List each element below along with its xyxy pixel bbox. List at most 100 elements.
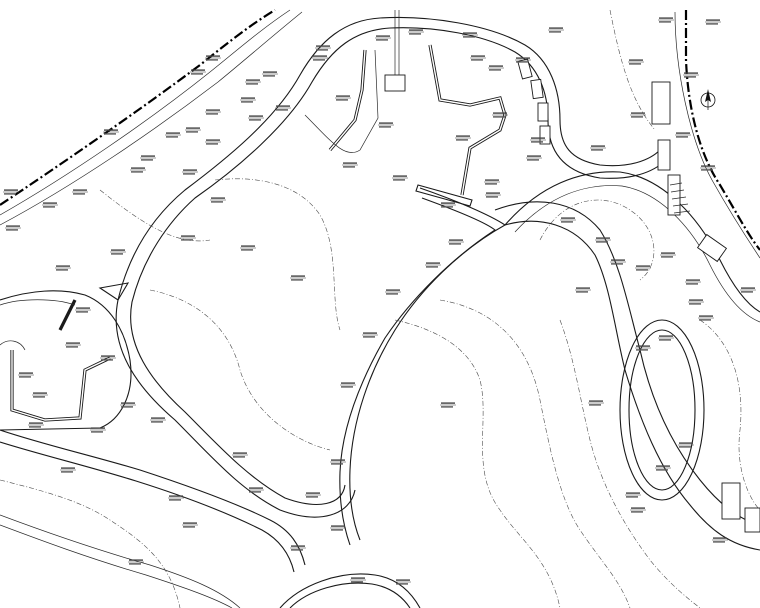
spot-elevation-label xyxy=(635,265,651,271)
spot-elevation-label xyxy=(140,155,156,161)
spot-elevation-label xyxy=(72,189,88,195)
spot-elevation-label xyxy=(312,55,328,61)
spot-elevation-label xyxy=(425,262,441,268)
spot-elevation-label xyxy=(290,545,306,551)
spot-elevation-label xyxy=(3,189,19,195)
spot-elevation-labels xyxy=(3,17,756,585)
spot-elevation-label xyxy=(128,559,144,565)
spot-elevation-label xyxy=(262,71,278,77)
spot-elevation-label xyxy=(488,65,504,71)
spot-elevation-label xyxy=(340,382,356,388)
north-plaza-wall xyxy=(328,44,507,196)
spot-elevation-label xyxy=(32,392,48,398)
spot-elevation-label xyxy=(385,289,401,295)
spot-elevation-label xyxy=(330,459,346,465)
spot-elevation-label xyxy=(245,79,261,85)
spot-elevation-label xyxy=(335,95,351,101)
bench xyxy=(530,78,544,100)
spot-elevation-label xyxy=(630,507,646,513)
spot-elevation-label xyxy=(75,307,91,313)
spot-elevation-label xyxy=(700,165,716,171)
spot-elevation-label xyxy=(240,97,256,103)
spot-elevation-label xyxy=(395,579,411,585)
spot-elevation-label xyxy=(342,162,358,168)
site-boundary-east xyxy=(684,10,760,251)
spot-elevation-label xyxy=(290,275,306,281)
spot-elevation-label xyxy=(588,400,604,406)
spot-elevation-label xyxy=(350,577,366,583)
spot-elevation-label xyxy=(100,355,116,361)
bench xyxy=(517,58,533,80)
spot-elevation-label xyxy=(190,69,206,75)
spot-elevation-label xyxy=(110,249,126,255)
spot-elevation-label xyxy=(595,237,611,243)
spot-elevation-label xyxy=(740,287,756,293)
central-path-b xyxy=(339,197,496,546)
south-arc-inner xyxy=(289,582,411,608)
spot-elevation-label xyxy=(205,109,221,115)
bench xyxy=(539,125,551,145)
site-boundary-east-inner xyxy=(674,11,760,259)
contour-5 xyxy=(539,199,655,281)
spot-elevation-label xyxy=(685,279,701,285)
spot-elevation-label xyxy=(630,112,646,118)
south-edge-road-2 xyxy=(0,524,233,608)
bench-row-north xyxy=(517,58,551,145)
spot-elevation-label xyxy=(378,122,394,128)
spot-elevation-label xyxy=(635,345,651,351)
spot-elevation-label xyxy=(485,192,501,198)
spot-elevation-label xyxy=(205,55,221,61)
spot-elevation-label xyxy=(180,235,196,241)
spot-elevation-label xyxy=(610,259,626,265)
contour-7 xyxy=(699,319,760,511)
spot-elevation-label xyxy=(655,465,671,471)
east-path-outer xyxy=(504,220,760,551)
building xyxy=(651,81,671,125)
spot-elevation-label xyxy=(5,225,21,231)
spot-elevation-label xyxy=(526,155,542,161)
contour-8 xyxy=(0,479,181,608)
spot-elevation-label xyxy=(678,442,694,448)
spot-elevation-label xyxy=(688,299,704,305)
north-plaza-wall-inner xyxy=(329,44,506,196)
east-building-block xyxy=(651,81,760,533)
spot-elevation-label xyxy=(712,537,728,543)
spot-elevation-label xyxy=(362,332,378,338)
spot-elevation-label xyxy=(375,35,391,41)
contour-2 xyxy=(149,289,331,451)
spot-elevation-label xyxy=(305,492,321,498)
spot-elevation-label xyxy=(548,27,564,33)
spot-elevation-label xyxy=(660,252,676,258)
west-plaza-outline xyxy=(0,290,132,431)
spot-elevation-label xyxy=(120,402,136,408)
spot-elevation-label xyxy=(165,132,181,138)
spot-elevation-label xyxy=(65,342,81,348)
spot-elevation-label xyxy=(240,245,256,251)
spot-elevation-label xyxy=(628,59,644,65)
north-arrow-icon xyxy=(700,89,716,110)
spot-elevation-label xyxy=(625,492,641,498)
spot-elevation-label xyxy=(330,525,346,531)
contour-4 xyxy=(439,299,631,608)
spot-elevation-label xyxy=(462,32,478,38)
spot-elevation-label xyxy=(185,127,201,133)
southwest-path-inner xyxy=(0,441,295,573)
site-boundary-northwest xyxy=(0,9,276,206)
spot-elevation-label xyxy=(60,467,76,473)
west-plaza-wall-2 xyxy=(58,299,77,331)
spot-elevation-label xyxy=(182,522,198,528)
spot-elevation-label xyxy=(42,202,58,208)
building xyxy=(721,482,741,520)
east-path-connector xyxy=(504,171,760,313)
spot-elevation-label xyxy=(210,197,226,203)
spot-elevation-label xyxy=(315,45,331,51)
west-plaza-wall-inner xyxy=(11,350,111,421)
main-path-west-outer xyxy=(115,17,381,518)
spot-elevation-label xyxy=(470,55,486,61)
oval-path-inner xyxy=(628,329,696,491)
spot-elevation-label xyxy=(90,427,106,433)
spot-elevation-label xyxy=(182,169,198,175)
spot-elevation-label xyxy=(440,402,456,408)
spot-elevation-label xyxy=(484,179,500,185)
